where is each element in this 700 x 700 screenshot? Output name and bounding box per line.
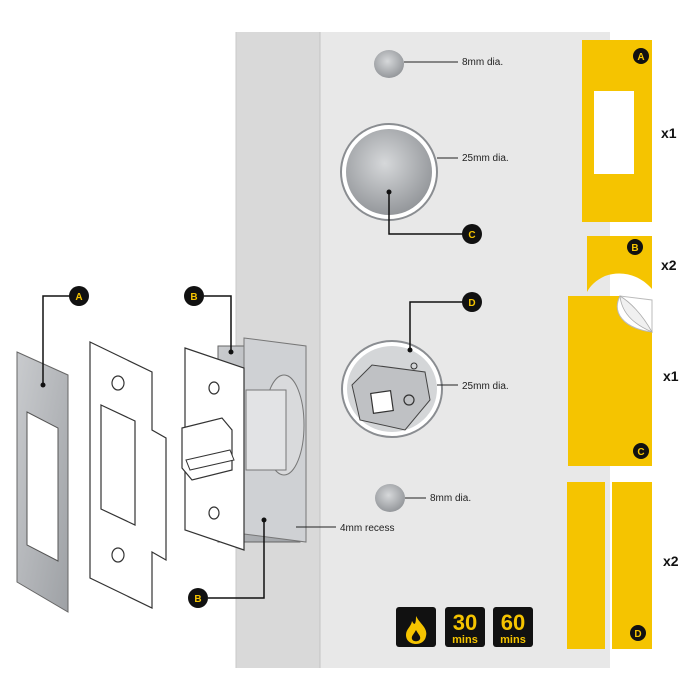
rating-30-unit: mins — [452, 634, 478, 646]
callout-b-bottom-letter: B — [194, 594, 201, 605]
kit-piece-b: B x2 — [587, 236, 677, 292]
rating-30-number: 30 — [453, 610, 477, 635]
kit-c-letter: C — [637, 447, 644, 458]
callout-a-letter: A — [75, 292, 82, 303]
kit-piece-a: A x1 — [582, 40, 677, 222]
strike-plate — [89, 341, 167, 609]
bottom-fixing-hole: 8mm dia. — [375, 484, 471, 512]
kit-a-qty: x1 — [661, 125, 677, 141]
kit-a-letter: A — [637, 52, 644, 63]
latch-forend-plate — [181, 347, 245, 551]
flame-icon — [406, 616, 427, 644]
kit-d-qty: x2 — [663, 553, 679, 569]
rating-60-badge — [493, 607, 533, 647]
callout-d-badge — [462, 292, 482, 312]
bolt-hole-c-label: 25mm dia. — [462, 153, 509, 164]
kit-piece-d: D x2 — [567, 482, 679, 649]
bolt-hole-d-label: 25mm dia. — [462, 381, 509, 392]
callout-d-letter: D — [468, 298, 475, 309]
callout-b-bottom: B — [188, 517, 267, 608]
top-fixing-hole: 8mm dia. — [374, 50, 503, 78]
kit-b-letter: B — [631, 243, 638, 254]
kit-piece-c: C x1 — [568, 295, 679, 466]
bottom-hole-label: 8mm dia. — [430, 493, 471, 504]
recess-annotation: 4mm recess — [296, 523, 394, 534]
latch-body — [245, 374, 305, 476]
kit-d-letter: D — [634, 629, 641, 640]
callout-a-badge — [69, 286, 89, 306]
callout-c-badge — [462, 224, 482, 244]
bolt-hole-c: 25mm dia. C — [340, 123, 509, 244]
rating-30-badge — [445, 607, 485, 647]
fire-rating-group: 30 mins 60 mins — [396, 607, 533, 647]
kit-b-qty: x2 — [661, 257, 677, 273]
recess-label: 4mm recess — [340, 523, 394, 534]
intumescent-plate-a: A — [16, 286, 89, 613]
kit-c-qty: x1 — [663, 368, 679, 384]
top-hole-label: 8mm dia. — [462, 57, 503, 68]
callout-b-top: B — [184, 286, 234, 355]
rating-60-unit: mins — [500, 634, 526, 646]
bolt-hole-d: 25mm dia. D — [341, 292, 509, 438]
callout-b-top-letter: B — [190, 292, 197, 303]
callout-c-letter: C — [468, 230, 475, 241]
rating-60-number: 60 — [501, 610, 525, 635]
